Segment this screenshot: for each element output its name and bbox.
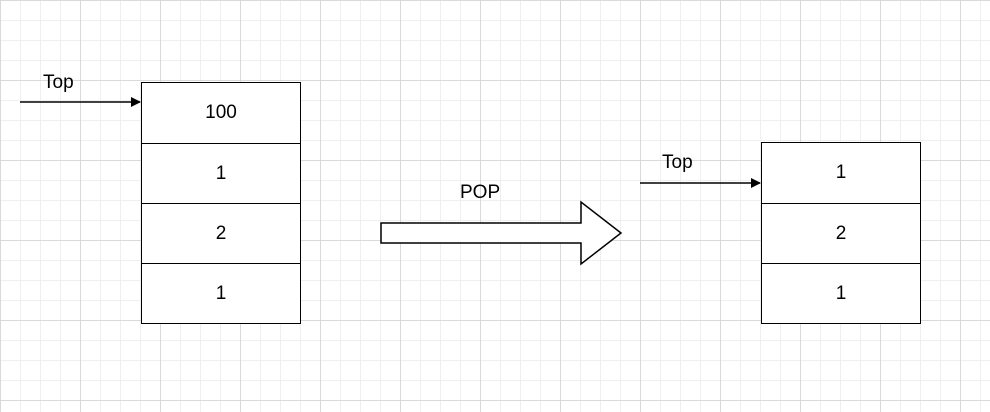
stack-cell: 2 xyxy=(142,203,300,263)
stack-cell: 1 xyxy=(762,263,920,323)
stack-cell: 2 xyxy=(762,203,920,263)
operation-label: POP xyxy=(460,182,501,203)
pop-block-arrow xyxy=(380,200,623,266)
stack-before-pop: 100 1 2 1 xyxy=(141,82,301,324)
top-pointer-label-after: Top xyxy=(662,152,693,173)
top-pointer-label-before: Top xyxy=(43,72,74,93)
stack-cell: 1 xyxy=(142,143,300,203)
stack-cell: 1 xyxy=(142,263,300,323)
stack-cell: 1 xyxy=(835,162,847,183)
stack-cell: 100 xyxy=(205,102,237,123)
stack-after-pop: 1 2 1 xyxy=(761,142,921,324)
